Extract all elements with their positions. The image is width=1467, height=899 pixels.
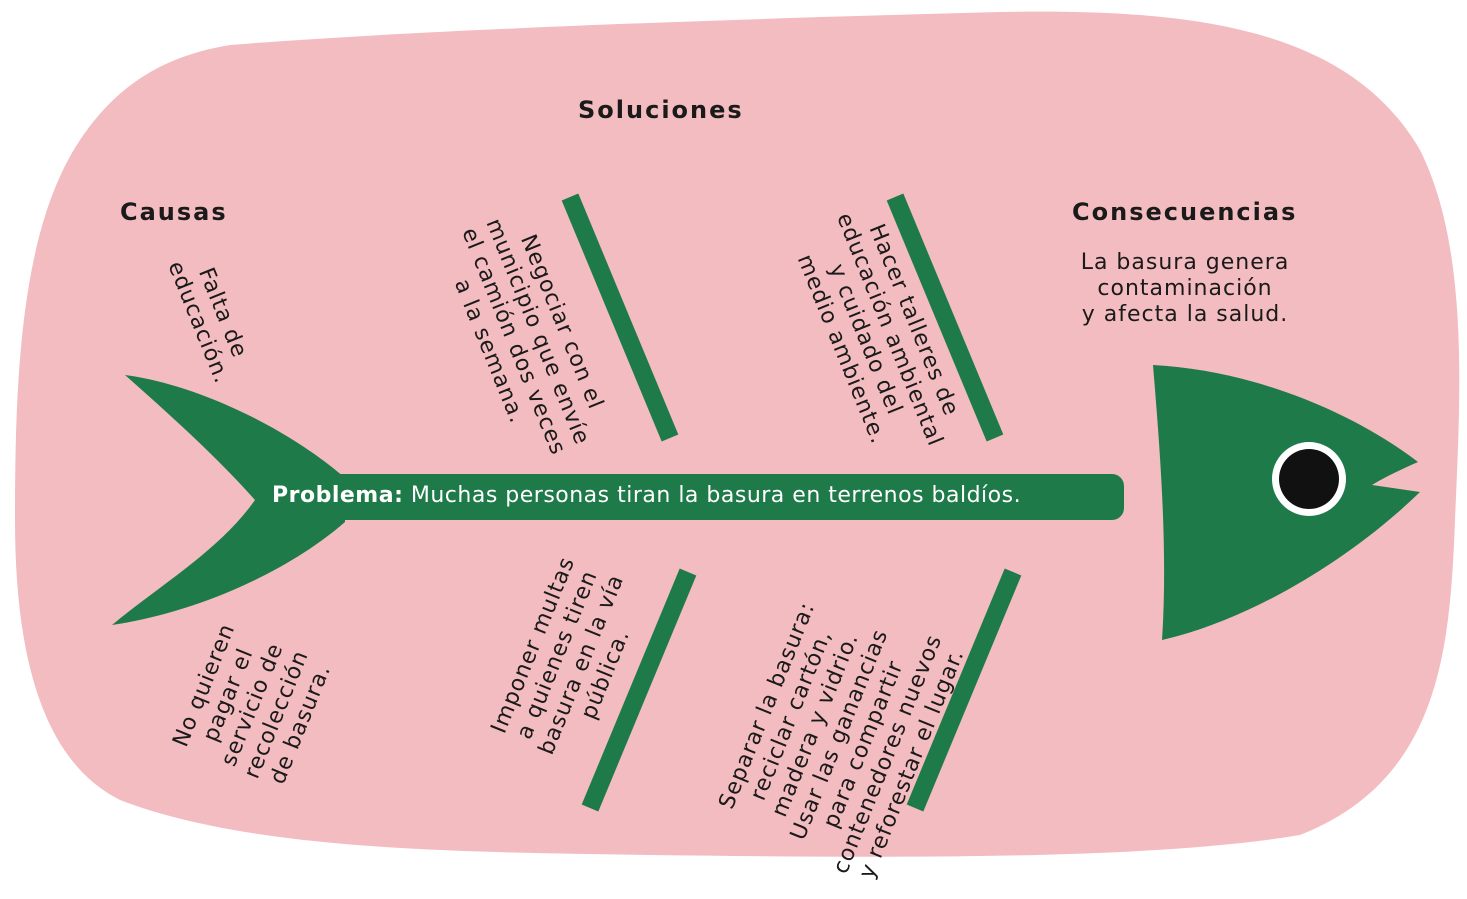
bone-bottom-2 bbox=[906, 568, 1022, 812]
problem-label: Problema: bbox=[272, 483, 404, 508]
bone-bottom-1 bbox=[581, 568, 697, 812]
heading-causes: Causas bbox=[120, 198, 228, 226]
fish-eye bbox=[1279, 449, 1339, 509]
fish-tail bbox=[112, 375, 345, 625]
bone-top-2 bbox=[886, 193, 1004, 442]
problem-text: Muchas personas tiran la basura en terre… bbox=[410, 483, 1022, 508]
heading-consequences: Consecuencias bbox=[1072, 198, 1298, 226]
bone-top-1 bbox=[561, 193, 679, 442]
heading-solutions: Soluciones bbox=[578, 96, 744, 124]
fish-spine bbox=[258, 474, 1124, 520]
consequence-text: La basura genera contaminación y afecta … bbox=[1080, 250, 1290, 327]
problem-statement: Problema: Muchas personas tiran la basur… bbox=[272, 483, 1021, 508]
fishbone-diagram bbox=[15, 11, 1460, 857]
background-blob bbox=[15, 11, 1460, 857]
